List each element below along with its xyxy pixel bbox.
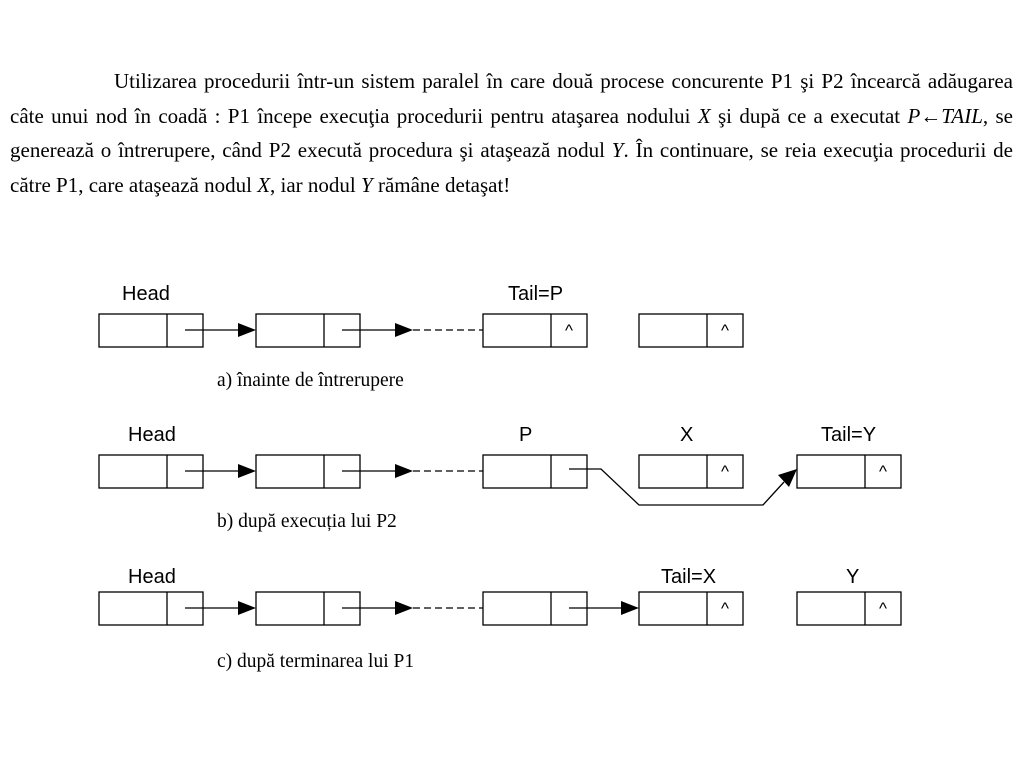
tail-assignment-expr: P←TAIL (907, 103, 983, 128)
text-segment: şi după ce a executat (710, 103, 908, 128)
text-segment: , se generează o întrerupere, când P2 ex… (10, 103, 1013, 163)
pointer-arrow (342, 601, 413, 615)
pointer-arrow-to-y (569, 468, 797, 506)
head-label: Head (128, 566, 176, 588)
node-y-label: Y (846, 566, 859, 588)
pointer-arrow (342, 323, 413, 337)
nil-pointer-symbol: ^ (721, 599, 729, 618)
tail-label: Tail=X (661, 566, 716, 588)
problem-description: Utilizarea procedurii într-un sistem par… (10, 64, 1013, 202)
node-x-ref: X (257, 172, 271, 197)
pointer-arrow (569, 601, 639, 615)
pointer-arrow (185, 323, 256, 337)
node-y-detached: ^ (796, 591, 902, 626)
node-p-label: P (519, 424, 532, 446)
pointer-arrow (185, 601, 256, 615)
pointer-arrow (185, 464, 256, 478)
nil-pointer-symbol: ^ (565, 321, 573, 340)
pointer-arrow (342, 464, 413, 478)
node-x-label: X (680, 424, 693, 446)
node-x-tail: ^ (638, 591, 744, 626)
head-label: Head (122, 283, 170, 305)
node-x-ref: X (697, 103, 711, 128)
nil-pointer-symbol: ^ (879, 462, 887, 481)
node-y-tail: ^ (796, 454, 902, 489)
text-segment: rămâne detaşat! (372, 172, 511, 197)
caption-a: a) înainte de întrerupere (217, 370, 404, 391)
node-y-ref: Y (361, 172, 373, 197)
node-x: ^ (638, 454, 744, 489)
diagram-a: Head Tail=P ^ ^ a) înainte de (98, 283, 744, 391)
caption-b: b) după execuția lui P2 (217, 511, 397, 532)
diagram-c: Head Tail=X Y ^ (98, 566, 902, 672)
tail-label: Tail=P (508, 283, 563, 305)
text-segment: , iar nodul (270, 172, 362, 197)
node-y-ref: Y (611, 138, 624, 162)
nil-pointer-symbol: ^ (879, 599, 887, 618)
tail-label: Tail=Y (821, 424, 876, 446)
detached-node: ^ (638, 313, 744, 348)
caption-c: c) după terminarea lui P1 (217, 651, 414, 672)
nil-pointer-symbol: ^ (721, 321, 729, 340)
diagram-b: Head P X Tail=Y (98, 424, 902, 532)
tail-node-p: ^ (482, 313, 588, 348)
node-p (482, 454, 588, 489)
text-segment: Utilizarea procedurii într-un sistem par… (10, 69, 1013, 128)
head-label: Head (128, 424, 176, 446)
nil-pointer-symbol: ^ (721, 462, 729, 481)
text-segment: . În continuare, se reia execuţia proced… (10, 138, 1013, 197)
